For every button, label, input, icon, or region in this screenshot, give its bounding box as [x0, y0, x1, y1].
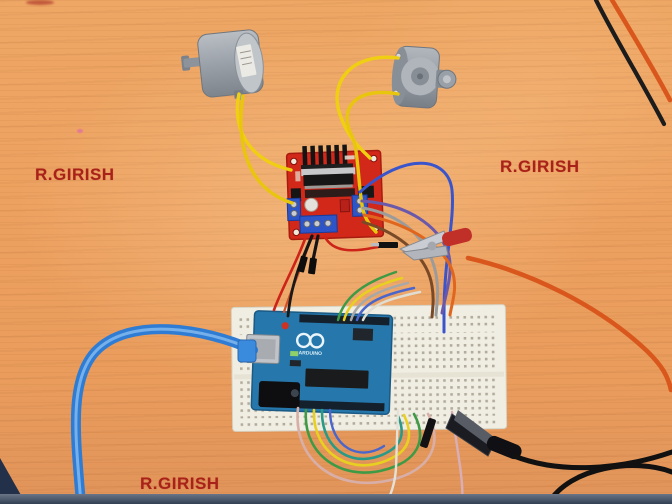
signal-wire-brown: [361, 220, 435, 319]
dupont-connector: [308, 257, 317, 275]
electrolytic-capacitor: [304, 197, 319, 212]
power-wire-red-1: [272, 237, 307, 312]
arduino-wire-blue: [355, 286, 416, 322]
desk-edge: [0, 494, 672, 504]
wire-green-loop: [304, 408, 422, 474]
usb-cable: [70, 324, 258, 504]
screw-terminal-bottom: [299, 214, 338, 234]
clip-jaw-shine: [454, 410, 498, 448]
clip-red-sleeve: [442, 227, 472, 247]
motor-shaft: [183, 57, 203, 68]
dupont-connector: [297, 255, 308, 273]
black-test-lead: [511, 449, 672, 471]
silkscreen-mark: [344, 155, 355, 160]
arduino-header-bottom: [298, 400, 385, 412]
pin-header-row: [304, 188, 356, 199]
black-alligator-clip: [445, 410, 672, 504]
usb-plug: [237, 339, 257, 363]
arduino-wire-yellow: [342, 276, 404, 322]
driver-wire-black-1: [301, 234, 314, 260]
motor-wire-yellow-3: [335, 55, 400, 160]
mount-hole: [290, 157, 298, 166]
signal-wire-orange: [362, 213, 457, 317]
power-jack: [258, 380, 301, 409]
wire-blue-loop: [328, 408, 386, 454]
signal-wire-blue: [358, 161, 454, 334]
watermark-bottom: R.GIRISH: [140, 474, 220, 493]
red-smudge: [26, 0, 54, 5]
driver-wire-black-2: [311, 234, 320, 262]
smd-component: [339, 198, 351, 213]
wire-teal-loop: [320, 408, 403, 461]
regulator-ic: [289, 359, 301, 367]
desk-corner-shadow: [0, 458, 26, 504]
arduino-logo: ARDUINO: [295, 332, 325, 357]
arduino-wire-green: [336, 270, 398, 322]
power-led: [290, 350, 299, 357]
red-alligator-clip: [398, 227, 472, 261]
pink-speck: [77, 129, 83, 133]
motor-wire-yellow-4: [345, 90, 400, 234]
dc-motor-left: [181, 29, 264, 101]
atmega-ic: [305, 368, 369, 389]
watermark-right: R.GIRISH: [500, 157, 580, 176]
watermark-left: R.GIRISH: [35, 165, 115, 184]
motor-wire-yellow-2: [239, 94, 294, 205]
wire-pink-loop: [296, 406, 436, 485]
clip-spring: [427, 241, 437, 251]
dc-motor-right: [391, 45, 457, 109]
dupont-connector-black: [420, 418, 436, 448]
reset-button: [281, 322, 289, 330]
motor-wire-yellow-1: [235, 92, 293, 172]
mount-hole: [292, 228, 300, 237]
arduino-uno-board: ARDUINO: [245, 310, 394, 416]
heatsink: [300, 144, 354, 171]
wire-yellow-loop: [312, 408, 411, 467]
black-cable-loop: [545, 463, 672, 504]
motor-hub: [417, 73, 424, 80]
supply-wire-orange-curve: [465, 255, 672, 393]
arduino-wire-gray: [349, 281, 410, 322]
capacitor: [290, 389, 299, 398]
dupont-pin-black: [378, 242, 398, 248]
arduino-logo-text: ARDUINO: [298, 350, 322, 357]
ic-pins: [304, 184, 353, 190]
silkscreen-mark: [295, 171, 301, 182]
signal-wire-gray: [361, 206, 440, 317]
supply-wire-orange-top: [609, 0, 672, 103]
usb-interface-ic: [352, 328, 374, 341]
pulley-hub: [442, 75, 451, 84]
usb-cable-sheen: [74, 327, 255, 504]
arduino-wire-white: [361, 290, 422, 322]
l298-ic: [303, 173, 354, 187]
dupont-pin-metal: [371, 243, 379, 247]
supply-wires: [465, 0, 672, 393]
clip-black-sleeve: [486, 435, 522, 460]
red-jumper-to-clip: [323, 235, 386, 252]
supply-wire-black-top: [593, 0, 667, 127]
